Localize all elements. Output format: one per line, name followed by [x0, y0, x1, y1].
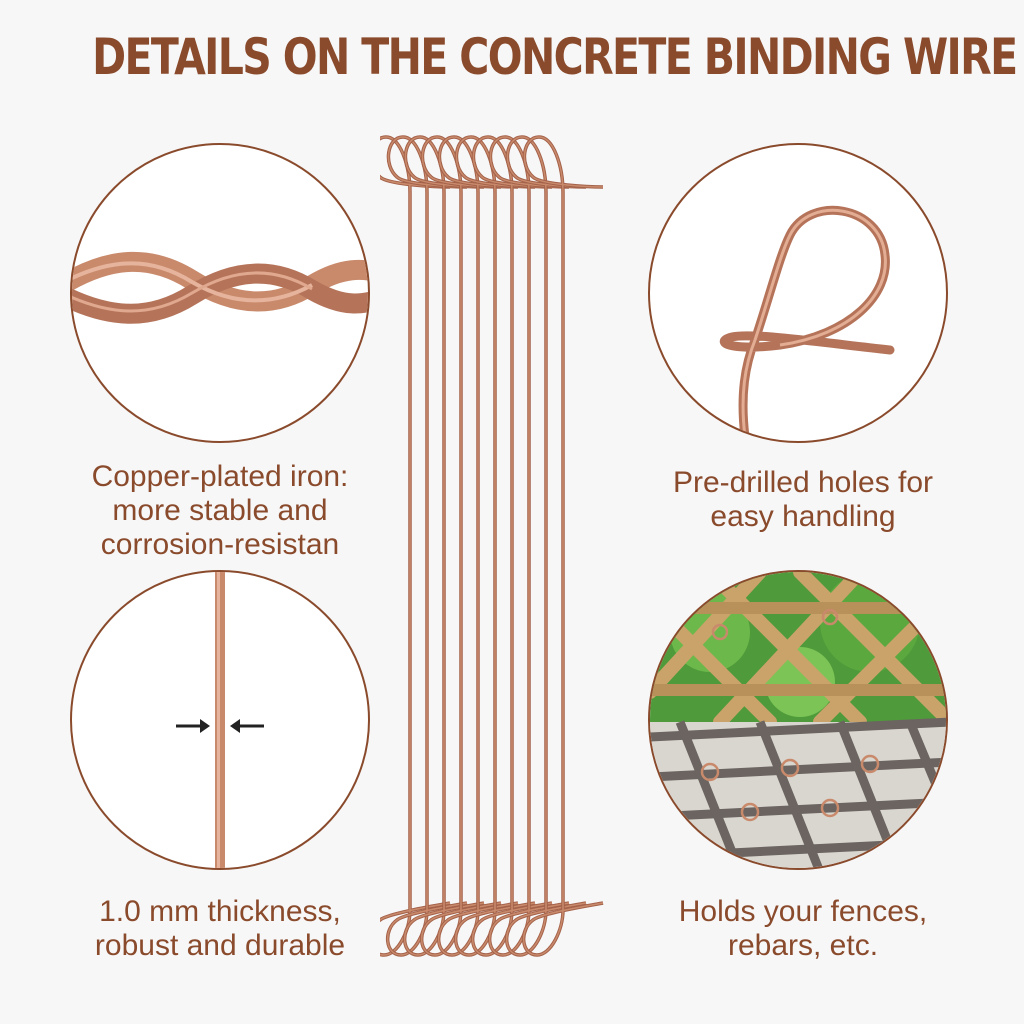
wire-tie — [437, 135, 519, 957]
wire-loop-circle — [648, 143, 948, 443]
fence-rebar-caption: Holds your fences, rebars, etc. — [678, 895, 928, 962]
twisted-wire-icon — [72, 251, 368, 324]
wire-tie — [386, 135, 468, 957]
wire-ties-bundle — [380, 135, 604, 957]
wire-thickness-circle — [70, 570, 370, 870]
wire-tie — [471, 135, 553, 957]
pre-drilled-caption: Pre-drilled holes for easy handling — [672, 466, 934, 533]
arrow-left-icon — [230, 719, 264, 733]
wire-tie — [454, 135, 536, 957]
copper-plated-caption: Copper-plated iron: more stable and corr… — [91, 460, 349, 561]
fence-rebar-photo — [650, 572, 946, 868]
fence-rebar-circle — [648, 570, 948, 870]
thickness-caption: 1.0 mm thickness, robust and durable — [94, 895, 346, 962]
wire-tie — [380, 135, 451, 957]
wire-loop-icon — [719, 205, 895, 441]
wire-thickness-icon — [176, 572, 264, 868]
page-title: DETAILS ON THE CONCRETE BINDING WIRE — [92, 28, 1018, 86]
wire-tie — [488, 135, 570, 957]
wire-tie — [420, 135, 502, 957]
wire-tie — [505, 135, 587, 957]
wire-tie — [522, 135, 604, 957]
arrow-right-icon — [176, 719, 210, 733]
twisted-wire-circle — [70, 143, 370, 443]
wire-tie — [403, 135, 485, 957]
